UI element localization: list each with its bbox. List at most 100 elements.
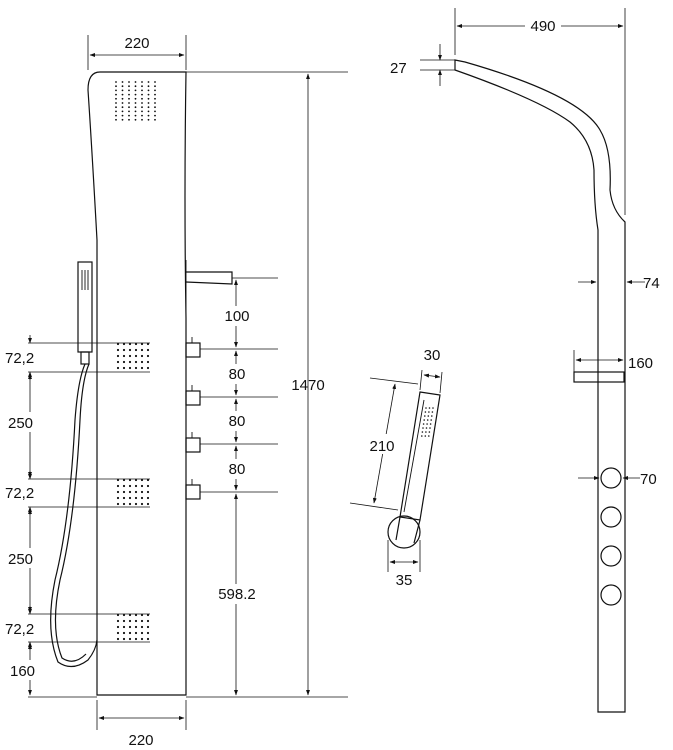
nozzle-dot (154, 102, 156, 104)
nozzle-dot (128, 625, 132, 629)
nozzle-dot (427, 415, 430, 417)
nozzle-dot (134, 619, 138, 623)
nozzle-dot (121, 106, 124, 109)
nozzle-dot (428, 407, 431, 409)
nozzle-dot (128, 348, 132, 352)
body-jet-lower (116, 613, 150, 641)
label-control-spacing-1: 100 (224, 308, 249, 325)
nozzle-dot (146, 354, 150, 358)
nozzle-dot (424, 435, 427, 437)
nozzle-dot (122, 619, 126, 623)
nozzle-dot (128, 354, 132, 358)
nozzle-dot (425, 431, 427, 433)
body-jet-middle (116, 478, 150, 506)
nozzle-dot (147, 81, 150, 83)
nozzle-dot (128, 484, 132, 488)
side-jet-1 (600, 467, 622, 489)
nozzle-dot (154, 85, 156, 88)
nozzle-dot (430, 419, 433, 421)
nozzle-dot (134, 484, 138, 488)
nozzle-dot (141, 97, 143, 100)
nozzle-dot (140, 484, 144, 488)
nozzle-dot (122, 354, 126, 358)
nozzle-dot (121, 81, 124, 83)
nozzle-dot (122, 484, 126, 488)
nozzle-dot (154, 97, 156, 100)
nozzle-dot (426, 419, 429, 421)
nozzle-dot (141, 106, 143, 109)
nozzle-dot (423, 419, 426, 421)
nozzle-dot (134, 478, 138, 482)
nozzle-dot (121, 110, 124, 113)
nozzle-dot (146, 348, 150, 352)
nozzle-dot (431, 411, 434, 413)
nozzle-dot (134, 97, 137, 100)
nozzle-dot (122, 348, 126, 352)
nozzle-dot (428, 431, 431, 433)
nozzle-dot (115, 93, 117, 96)
shower-hose (50, 363, 98, 668)
nozzle-dot (116, 637, 120, 641)
nozzle-dot (121, 97, 124, 100)
label-control-spacing-3: 80 (229, 413, 246, 430)
nozzle-dot (122, 637, 126, 641)
nozzle-dot (116, 496, 120, 500)
nozzle-dot (146, 619, 150, 623)
label-hand-shower-width: 30 (424, 347, 441, 364)
nozzle-dot (140, 496, 144, 500)
label-jet-spacing-1: 72,2 (5, 350, 34, 367)
nozzle-dot (154, 106, 156, 109)
nozzle-dot (115, 110, 117, 113)
nozzle-dot (154, 89, 156, 92)
nozzle-dot (421, 435, 423, 437)
nozzle-dot (141, 85, 143, 88)
nozzle-dot (140, 613, 144, 617)
nozzle-dot (134, 637, 138, 641)
nozzle-dot (154, 118, 156, 121)
nozzle-dot (146, 625, 150, 629)
nozzle-dot (147, 114, 150, 117)
nozzle-dot (141, 114, 143, 117)
control-knob-4 (185, 479, 201, 500)
nozzle-dot (134, 502, 138, 506)
nozzle-dot (115, 89, 117, 92)
nozzle-dot (128, 81, 130, 83)
nozzle-dot (128, 102, 130, 104)
nozzle-dot (431, 415, 433, 417)
nozzle-dot (121, 114, 124, 117)
nozzle-dot (116, 613, 120, 617)
control-knob-1 (185, 337, 201, 358)
nozzle-dot (154, 93, 156, 96)
nozzle-dot (141, 89, 143, 92)
nozzle-dot (128, 366, 132, 370)
label-control-spacing-5: 598.2 (218, 586, 256, 603)
nozzle-dot (116, 478, 120, 482)
nozzle-dot (122, 490, 126, 494)
nozzle-dot (154, 114, 156, 117)
nozzle-dot (140, 637, 144, 641)
nozzle-dot (116, 366, 120, 370)
nozzle-dot (154, 110, 156, 113)
nozzle-dot (147, 93, 150, 96)
hand-shower-holder (387, 515, 421, 549)
nozzle-dot (122, 342, 126, 346)
side-jet-4 (600, 584, 622, 606)
hand-shower-nozzles (421, 407, 434, 437)
nozzle-dot (140, 348, 144, 352)
nozzle-dot (146, 478, 150, 482)
nozzle-dot (128, 342, 132, 346)
nozzle-dot (141, 102, 143, 104)
nozzle-dot (424, 415, 426, 417)
nozzle-dot (140, 502, 144, 506)
nozzle-dot (146, 496, 150, 500)
nozzle-dot (128, 106, 130, 109)
label-panel-bottom-width: 220 (128, 732, 153, 749)
nozzle-dot (421, 431, 424, 433)
nozzle-dot (134, 85, 137, 88)
nozzle-dot (115, 102, 117, 104)
nozzle-dot (122, 360, 126, 364)
nozzle-dot (134, 110, 137, 113)
nozzle-dot (141, 110, 143, 113)
nozzle-dot (146, 502, 150, 506)
nozzle-dot (128, 631, 132, 635)
